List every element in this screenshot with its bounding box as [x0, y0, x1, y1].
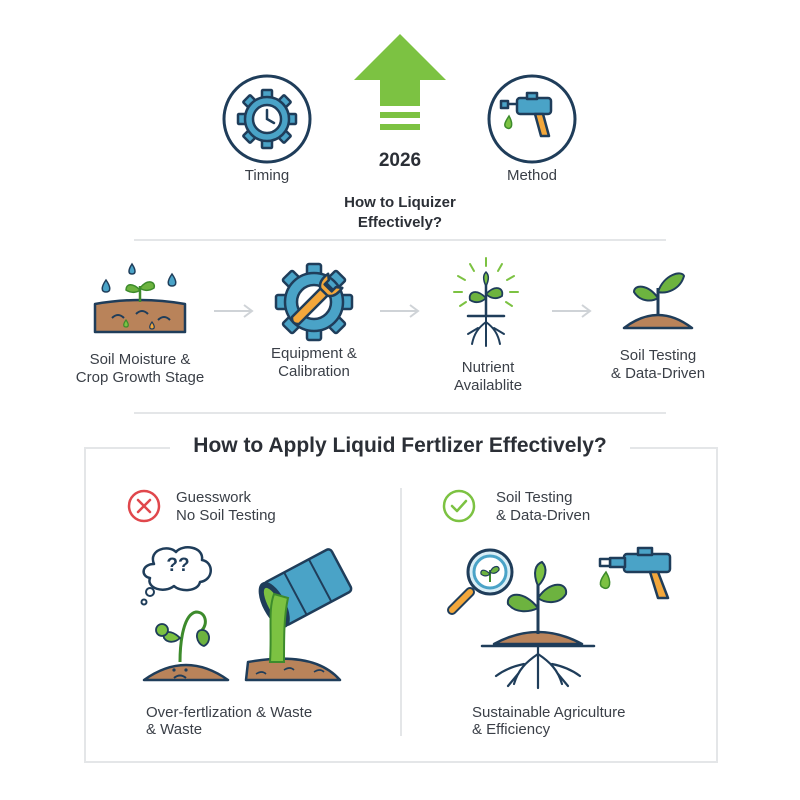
divider-top	[134, 239, 666, 241]
good-caption-line1: Sustainable Agriculture	[472, 704, 626, 721]
step1-line1: Soil Moisture &	[89, 351, 191, 368]
thought-text: ??	[166, 555, 190, 576]
wilted-plant-icon	[142, 610, 230, 682]
flow-arrow-icon	[214, 304, 254, 318]
up-arrow-icon	[354, 34, 446, 130]
gear-wrench-icon	[274, 262, 354, 342]
bad-caption-line2: & Waste	[146, 721, 203, 738]
bad-heading-line1: Guesswork	[176, 489, 252, 506]
plant-roots-icon	[480, 560, 596, 690]
comparison-title: How to Apply Liquid Fertlizer Effectivel…	[170, 434, 630, 458]
step2-line2: Calibration	[278, 363, 350, 380]
bad-caption-line1: Over-fertlization & Waste	[146, 704, 313, 721]
panel-center-divider	[400, 488, 402, 736]
method-label: Method	[506, 167, 558, 184]
year-label: 2026	[378, 150, 422, 171]
flow-arrow-icon	[552, 304, 592, 318]
top-title-line1: How to Liquizer	[344, 194, 456, 211]
divider-middle	[134, 412, 666, 414]
top-title-line2: Effectively?	[357, 214, 443, 231]
step4-line2: & Data-Driven	[610, 365, 706, 382]
pouring-barrel-icon	[244, 548, 353, 682]
check-circle-icon	[442, 489, 476, 523]
good-caption-line2: & Efficiency	[472, 721, 551, 738]
step4-line1: Soil Testing	[619, 347, 697, 364]
good-heading-line2: & Data-Driven	[496, 507, 591, 524]
thought-bubble-icon	[140, 546, 212, 606]
glowing-sprout-icon	[453, 257, 519, 347]
flow-arrow-icon	[380, 304, 420, 318]
bad-heading-line2: No Soil Testing	[176, 507, 276, 524]
spray-nozzle-icon	[598, 546, 672, 600]
sprout-soil-icon	[622, 272, 694, 330]
clock-gear-icon	[222, 74, 312, 164]
timing-label: Timing	[244, 167, 290, 184]
good-heading-line1: Soil Testing	[496, 489, 573, 506]
step3-line1: Nutrient	[461, 359, 515, 376]
step2-line1: Equipment &	[271, 345, 357, 362]
step3-line2: Availablite	[453, 377, 523, 394]
magnifier-icon	[447, 548, 514, 615]
spray-gun-icon	[487, 74, 577, 164]
step1-line2: Crop Growth Stage	[75, 369, 205, 386]
soil-moisture-icon	[93, 262, 187, 334]
x-circle-icon	[127, 489, 161, 523]
